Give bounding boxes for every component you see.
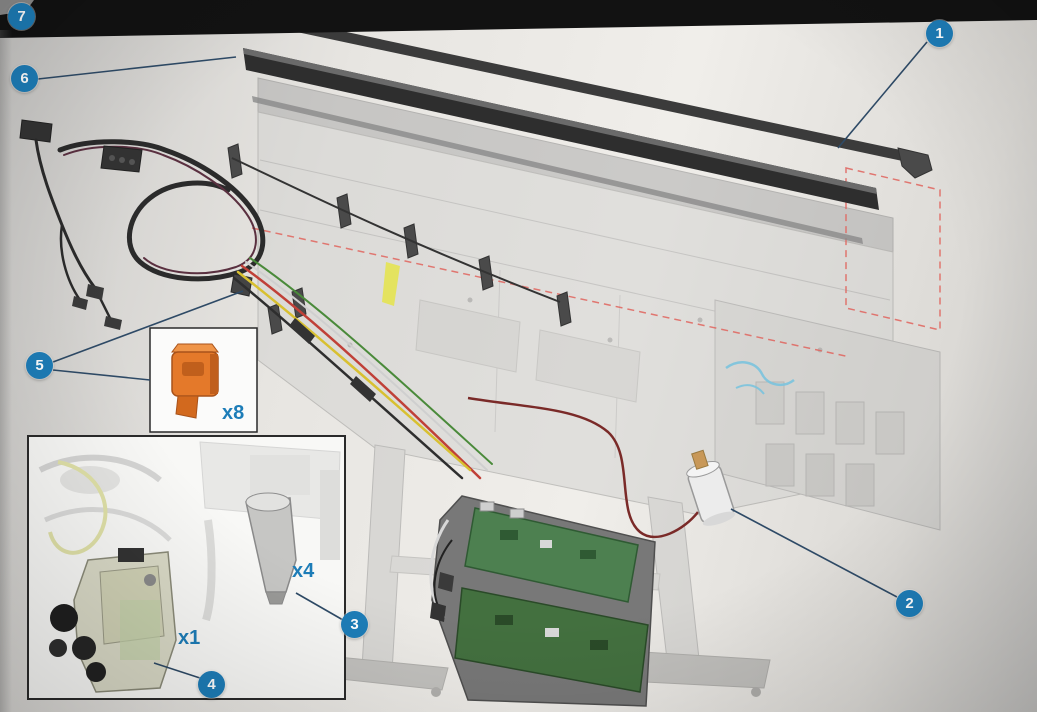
beam-routed-cable <box>231 157 561 303</box>
cable-clip-box <box>149 327 258 433</box>
trailing-cable-harness <box>19 119 266 330</box>
callout-5: 5 <box>26 352 53 379</box>
cyan-wires <box>725 361 795 395</box>
callout-5-number: 5 <box>35 357 44 374</box>
callout-1-number: 1 <box>935 25 944 42</box>
electronics-module <box>429 495 656 707</box>
quantity-label-cone: x4 <box>292 560 315 582</box>
callout-2: 2 <box>896 590 923 617</box>
inset-faded-background <box>38 441 341 622</box>
ink-supply-slots <box>755 381 905 507</box>
callout-7-number: 7 <box>17 8 26 25</box>
callout-3: 3 <box>341 611 368 638</box>
white-cylinder-part <box>686 449 736 526</box>
callout-6-number: 6 <box>20 70 29 87</box>
yellow-highlight-mark <box>382 262 400 306</box>
maroon-cable <box>467 396 699 539</box>
callout-4-number: 4 <box>207 676 216 693</box>
carriage-rail-lower <box>243 48 879 210</box>
orange-cable-clip <box>171 343 219 419</box>
callout-4: 4 <box>198 671 225 698</box>
callout-3-number: 3 <box>350 616 359 633</box>
cutter-assembly <box>49 548 177 693</box>
callout-1: 1 <box>926 20 953 47</box>
screen-top-bezel <box>0 0 1037 38</box>
inset-detail-box <box>27 435 346 700</box>
quantity-label-assembly: x1 <box>178 627 201 649</box>
callout-7: 7 <box>8 3 35 30</box>
encoder-strip <box>252 96 863 244</box>
quantity-label-clip: x8 <box>222 402 245 424</box>
callout-6: 6 <box>11 65 38 92</box>
callout-2-number: 2 <box>905 595 914 612</box>
alignment-dashed-lines <box>251 167 941 358</box>
colored-wire-bundle <box>232 257 493 480</box>
cable-guide-cone <box>245 492 297 605</box>
